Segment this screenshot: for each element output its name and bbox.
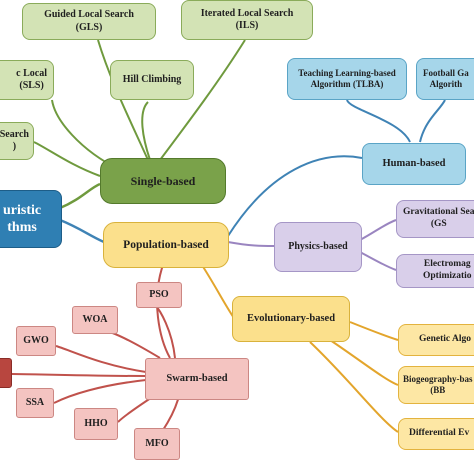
pso-node: PSO [136, 282, 182, 308]
edge-swarm-gwo [55, 345, 147, 373]
edge-swarm-red [11, 373, 147, 377]
tlba-label: Teaching Learning-based Algorithm (TLBA) [298, 67, 396, 89]
ssa-label: SSA [25, 396, 45, 408]
gls-label: Guided Local Search (GLS) [44, 9, 134, 33]
biogeography-node: Biogeography-bas (BB [398, 366, 474, 404]
ils-label: Iterated Local Search (ILS) [200, 7, 294, 32]
edge-human-tlba [346, 99, 411, 143]
tlba-node: Teaching Learning-based Algorithm (TLBA) [287, 58, 407, 100]
single-based-node: Single-based [100, 158, 226, 204]
population-based-label: Population-based [123, 238, 209, 251]
edge-single-search [33, 141, 101, 177]
ils-node: Iterated Local Search (ILS) [181, 0, 313, 40]
edge-swarm-ssa [53, 379, 147, 404]
single-based-label: Single-based [130, 173, 196, 188]
football-node: Football Ga Algorith [416, 58, 474, 100]
hill-climbing-node: Hill Climbing [110, 60, 194, 100]
metaheuristic-algorithms-node: uristic thms [0, 190, 62, 248]
differential-evolution-node: Differential Ev [398, 418, 474, 450]
gravitational-node: Gravitational Sea (GS [396, 200, 474, 238]
human-based-label: Human-based [382, 158, 446, 170]
edge-population-human [227, 155, 363, 237]
edge-center-single [59, 182, 101, 210]
genetic-algorithm-node: Genetic Algo [398, 324, 474, 356]
swarm-based-node: Swarm-based [145, 358, 249, 400]
woa-node: WOA [72, 306, 118, 334]
search-node-partial: Search ) [0, 122, 34, 160]
woa-label: WOA [82, 313, 108, 325]
biogeography-label: Biogeography-bas (BB [403, 373, 473, 395]
population-based-node: Population-based [103, 222, 229, 268]
football-label: Football Ga Algorith [423, 67, 469, 89]
gwo-node: GWO [16, 326, 56, 356]
edge-swarm-woa [99, 329, 161, 359]
search-partial-label: Search ) [0, 128, 29, 153]
edge-human-football [419, 99, 446, 143]
edge-single-gls [97, 39, 149, 161]
edge-center-population [59, 218, 105, 244]
edge-evo-genetic [349, 321, 399, 341]
hill-climbing-label: Hill Climbing [122, 73, 182, 85]
edge-single-hill [141, 101, 151, 161]
electromagnetic-node: Electromag Optimizatio [396, 254, 474, 288]
mfo-label: MFO [145, 437, 169, 449]
swarm-based-label: Swarm-based [166, 373, 228, 385]
ssa-node: SSA [16, 388, 54, 418]
gwo-label: GWO [23, 334, 49, 346]
physics-based-node: Physics-based [274, 222, 362, 272]
edge-population-swarm [156, 261, 171, 359]
evolutionary-based-node: Evolutionary-based [232, 296, 350, 342]
sls-label: c Local (SLS) [16, 67, 47, 92]
hho-node: HHO [74, 408, 118, 440]
center-label: uristic thms [3, 202, 42, 236]
electromag-label: Electromag Optimizatio [423, 259, 472, 281]
physics-based-label: Physics-based [288, 240, 348, 252]
edge-population-physics [227, 241, 275, 247]
edge-single-ils [159, 39, 246, 161]
evolutionary-based-label: Evolutionary-based [246, 313, 336, 325]
hho-label: HHO [84, 417, 108, 429]
swarm-leaf-partial-node [0, 358, 12, 388]
mfo-node: MFO [134, 428, 180, 460]
pso-label: PSO [149, 288, 169, 300]
differential-label: Differential Ev [409, 428, 470, 439]
edge-physics-electro [359, 251, 397, 271]
genetic-label: Genetic Algo [419, 334, 471, 345]
edge-physics-grav [359, 219, 397, 241]
gravitational-label: Gravitational Sea (GS [403, 207, 474, 229]
sls-node: c Local (SLS) [0, 60, 54, 100]
gls-node: Guided Local Search (GLS) [22, 3, 156, 40]
edge-population-evo [199, 261, 235, 319]
human-based-node: Human-based [362, 143, 466, 185]
edge-evo-bio [329, 339, 399, 386]
edge-evo-diff [309, 341, 399, 433]
